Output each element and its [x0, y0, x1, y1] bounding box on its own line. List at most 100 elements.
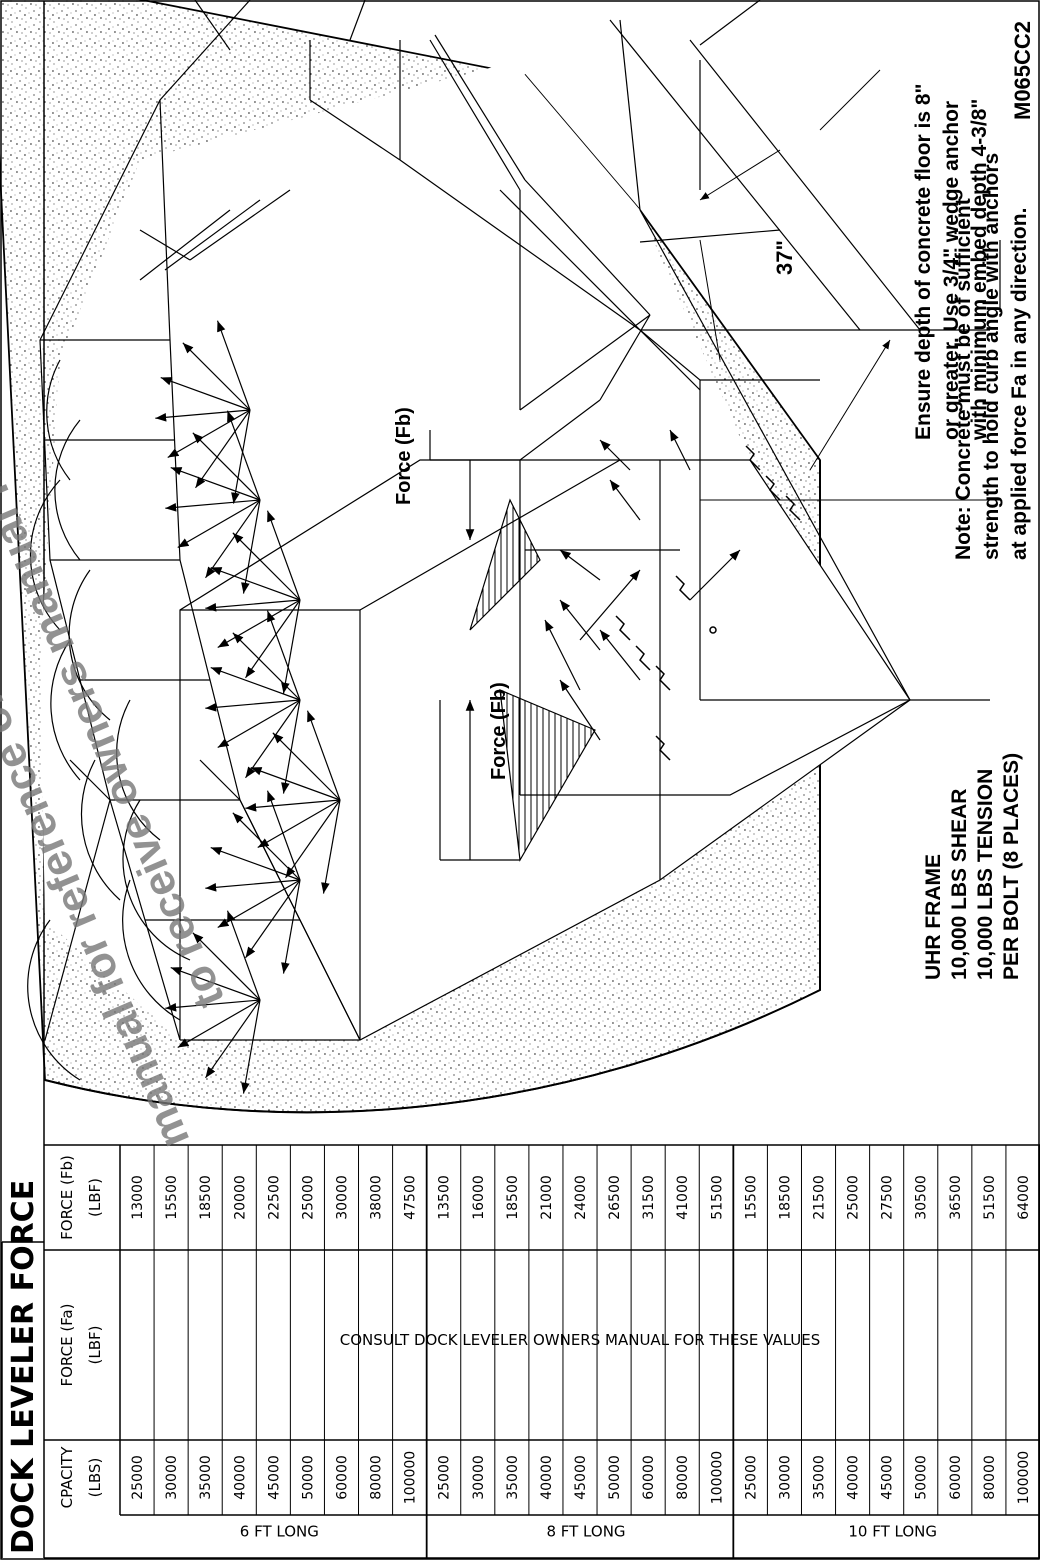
force-fa-arrow: [217, 879, 301, 929]
force-fa-arrow: [245, 699, 301, 779]
force-fb-value: 20000: [232, 1175, 248, 1220]
force-fa-arrows: [27, 320, 341, 1094]
force-fa-arrow: [160, 376, 251, 411]
force-fa-arrow: [216, 320, 251, 411]
force-fb-value: 27500: [880, 1175, 896, 1220]
capacity-value: 35000: [198, 1455, 214, 1500]
force-fb-value: 64000: [1016, 1175, 1032, 1220]
force-fa-arrow: [232, 532, 301, 601]
capacity-value: 100000: [709, 1451, 725, 1504]
force-fa-arrow: [266, 610, 301, 701]
force-fb-value: 13500: [437, 1175, 453, 1220]
force-fb-value: 13000: [130, 1175, 146, 1220]
force-fa-arrow: [165, 999, 261, 1012]
force-fb-value: 51500: [982, 1175, 998, 1220]
force-fa-arrow: [195, 409, 251, 489]
capacity-value: 25000: [437, 1455, 453, 1500]
force-fa-arrow: [205, 499, 261, 579]
capacity-value: 100000: [403, 1451, 419, 1504]
force-fb-value: 25000: [300, 1175, 316, 1220]
table-title: DOCK LEVELER FORCE: [6, 1180, 41, 1554]
concrete-note: Note: Concrete must be of sufficient str…: [952, 153, 1031, 560]
capacity-value: 25000: [130, 1455, 146, 1500]
group-label-2: 10 FT LONG: [848, 1523, 937, 1541]
force-fa-arrow: [231, 409, 251, 504]
header-fa-unit: (LBF): [86, 1326, 104, 1365]
force-fb-value: 36500: [948, 1175, 964, 1220]
force-fb-value: 30000: [334, 1175, 350, 1220]
force-fa-arrow: [167, 409, 251, 459]
force-fa-arrow: [177, 499, 261, 549]
force-fb-value: 18500: [777, 1175, 793, 1220]
force-fb-value: 21500: [812, 1175, 828, 1220]
force-fa-arrow: [217, 699, 301, 749]
force-fa-arrow: [165, 499, 261, 512]
force-fa-arrow: [281, 599, 301, 694]
header-fa: FORCE (Fa): [58, 1304, 76, 1387]
force-fa-arrow: [266, 510, 301, 601]
svg-text:or greater. Use 3/4" wedge anc: or greater. Use 3/4" wedge anchor: [940, 101, 963, 440]
capacity-value: 50000: [914, 1455, 930, 1500]
force-fb-value: 51500: [709, 1175, 725, 1220]
svg-text:Ensure depth of concrete floor: Ensure depth of concrete floor is 8": [912, 83, 935, 440]
capacity-value: 30000: [471, 1455, 487, 1500]
capacity-value: 50000: [300, 1455, 316, 1500]
fa-note: CONSULT DOCK LEVELER OWNERS MANUAL FOR T…: [340, 1331, 821, 1349]
force-fa-arrow: [281, 879, 301, 974]
force-fb-value: 38000: [369, 1175, 385, 1220]
force-fa-arrow: [205, 999, 261, 1079]
capacity-value: 45000: [880, 1455, 896, 1500]
force-fa-arrow: [241, 499, 261, 594]
capacity-value: 100000: [1016, 1451, 1032, 1504]
force-fb-value: 21000: [539, 1175, 555, 1220]
force-fa-arrow: [245, 879, 301, 959]
force-fb-label-upper: Force (Fb): [393, 407, 415, 505]
capacity-value: 30000: [777, 1455, 793, 1500]
frame-note: UHR FRAME 10,000 LBS SHEAR 10,000 LBS TE…: [922, 753, 1023, 980]
table-grid: CPACITY(LBS)FORCE (Fa)(LBF)FORCE (Fb)(LB…: [44, 1144, 1040, 1559]
capacity-value: 30000: [164, 1455, 180, 1500]
force-fa-arrow: [170, 466, 261, 501]
force-fb-value: 25000: [846, 1175, 862, 1220]
force-fa-arrow: [245, 799, 341, 812]
capacity-value: 35000: [812, 1455, 828, 1500]
capacity-value: 45000: [266, 1455, 282, 1500]
force-fa-arrow: [281, 699, 301, 794]
force-fa-arrow: [205, 599, 301, 612]
force-fa-arrow: [285, 799, 341, 879]
header-fb-unit: (LBF): [86, 1178, 104, 1217]
force-fb-value: 15500: [743, 1175, 759, 1220]
force-fa-arrow: [226, 410, 261, 501]
header-capacity-unit: (LBS): [86, 1458, 104, 1498]
svg-text:10,000 LBS SHEAR: 10,000 LBS SHEAR: [948, 789, 971, 980]
force-fa-arrow: [205, 879, 301, 892]
force-fa-arrow: [192, 932, 261, 1001]
force-fa-arrow: [272, 732, 341, 801]
force-fa-arrow: [210, 846, 301, 881]
force-fa-arrow: [155, 409, 251, 422]
force-fa-arrow: [250, 766, 341, 801]
force-fa-arrow: [217, 599, 301, 649]
force-fb-value: 22500: [266, 1175, 282, 1220]
svg-text:PER BOLT (8 PLACES): PER BOLT (8 PLACES): [1000, 753, 1023, 980]
force-fb-value: 41000: [675, 1175, 691, 1220]
force-fa-arrow: [257, 799, 341, 849]
capacity-value: 80000: [675, 1455, 691, 1500]
drawing-code: M065CC2: [1010, 21, 1035, 120]
group-label-1: 8 FT LONG: [546, 1523, 625, 1541]
capacity-value: 80000: [982, 1455, 998, 1500]
force-fa-arrow: [306, 710, 341, 801]
capacity-value: 50000: [607, 1455, 623, 1500]
dimension-37: 37": [772, 240, 797, 275]
force-fb-value: 47500: [403, 1175, 419, 1220]
anchor-note: Ensure depth of concrete floor is 8" or …: [912, 83, 991, 441]
force-fa-arrow: [245, 599, 301, 679]
capacity-value: 60000: [948, 1455, 964, 1500]
capacity-value: 45000: [573, 1455, 589, 1500]
svg-text:UHR FRAME: UHR FRAME: [922, 854, 945, 980]
header-capacity: CPACITY: [58, 1446, 76, 1509]
force-fa-arrow: [192, 432, 261, 501]
